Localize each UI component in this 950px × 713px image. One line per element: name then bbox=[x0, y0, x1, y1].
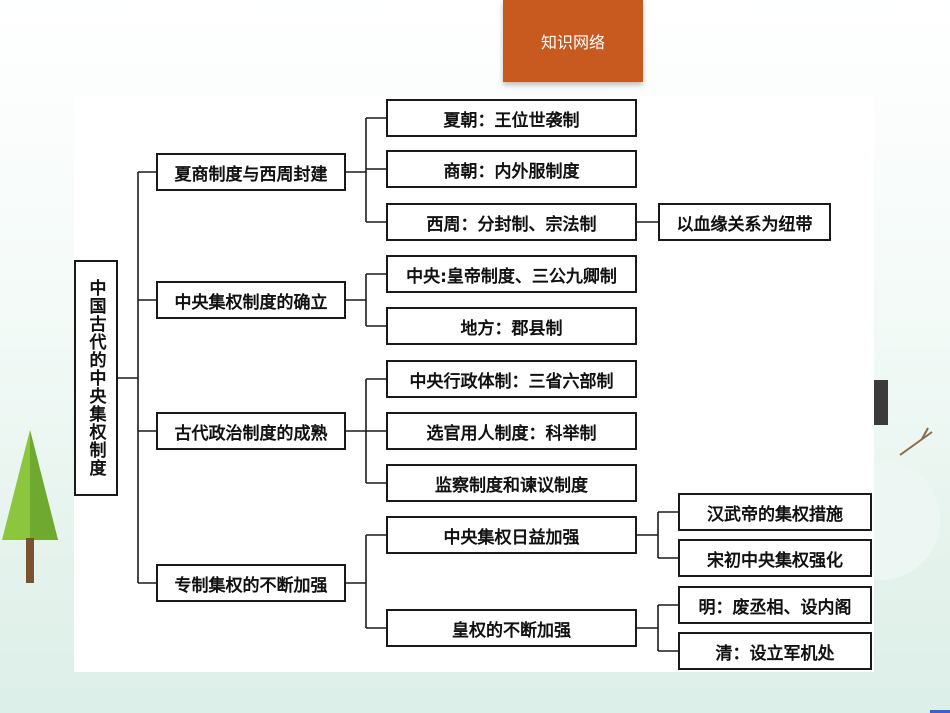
section-title: 知识网络 bbox=[540, 33, 605, 52]
branch-node: 中央集权制度的确立 bbox=[156, 281, 346, 319]
item-node: 夏朝：王位世袭制 bbox=[386, 99, 637, 137]
branch-node: 专制集权的不断加强 bbox=[156, 564, 346, 602]
branch-node: 古代政治制度的成熟 bbox=[156, 412, 346, 450]
branch-label: 中央集权制度的确立 bbox=[174, 292, 328, 313]
concept-map-panel: 中国古代的中央集权制度 夏商制度与西周封建 中央集权制度的确立 古代政治制度的成… bbox=[74, 97, 874, 672]
subitem-label: 清：设立军机处 bbox=[715, 643, 835, 664]
item-node: 中央集权日益加强 bbox=[386, 516, 637, 554]
item-label: 中央行政体制：三省六部制 bbox=[409, 371, 614, 392]
item-node: 西周：分封制、宗法制 bbox=[386, 203, 637, 241]
tree-decoration bbox=[2, 430, 58, 583]
item-node: 选官用人制度：科举制 bbox=[386, 412, 637, 450]
item-label: 选官用人制度：科举制 bbox=[426, 423, 597, 444]
item-label: 商朝：内外服制度 bbox=[443, 161, 580, 182]
item-node: 商朝：内外服制度 bbox=[386, 150, 637, 188]
item-node: 监察制度和谏议制度 bbox=[386, 464, 637, 502]
subitem-node: 宋初中央集权强化 bbox=[678, 539, 872, 577]
root-label: 中国古代的中央集权制度 bbox=[85, 279, 106, 477]
item-label: 地方：郡县制 bbox=[460, 318, 563, 339]
subitem-label: 宋初中央集权强化 bbox=[707, 550, 843, 571]
item-node: 地方：郡县制 bbox=[386, 307, 637, 345]
snowman-decoration bbox=[870, 380, 940, 580]
branch-node: 夏商制度与西周封建 bbox=[156, 153, 346, 191]
item-label: 中央集权日益加强 bbox=[443, 527, 580, 548]
root-node: 中国古代的中央集权制度 bbox=[74, 260, 118, 496]
item-node: 中央行政体制：三省六部制 bbox=[386, 360, 637, 398]
item-node: 中央:皇帝制度、三公九卿制 bbox=[386, 255, 637, 293]
branch-label: 古代政治制度的成熟 bbox=[174, 423, 328, 444]
subitem-node: 明：废丞相、设内阁 bbox=[678, 586, 872, 624]
subitem-node: 清：设立军机处 bbox=[678, 632, 872, 670]
corner-accent bbox=[930, 710, 950, 713]
branch-label: 夏商制度与西周封建 bbox=[174, 164, 328, 185]
subitem-node: 汉武帝的集权措施 bbox=[678, 493, 872, 531]
item-label: 西周：分封制、宗法制 bbox=[426, 214, 597, 235]
branch-label: 专制集权的不断加强 bbox=[174, 575, 328, 596]
item-label: 监察制度和谏议制度 bbox=[435, 475, 588, 496]
subitem-label: 汉武帝的集权措施 bbox=[707, 504, 843, 525]
item-label: 中央:皇帝制度、三公九卿制 bbox=[406, 266, 617, 287]
note-node: 以血缘关系为纽带 bbox=[658, 203, 831, 241]
section-title-tab: 知识网络 bbox=[503, 0, 643, 82]
item-node: 皇权的不断加强 bbox=[386, 609, 637, 647]
connector-lines bbox=[118, 117, 678, 652]
item-label: 夏朝：王位世袭制 bbox=[443, 110, 580, 131]
subitem-label: 明：废丞相、设内阁 bbox=[698, 597, 852, 618]
note-label: 以血缘关系为纽带 bbox=[676, 214, 813, 235]
item-label: 皇权的不断加强 bbox=[452, 620, 571, 641]
